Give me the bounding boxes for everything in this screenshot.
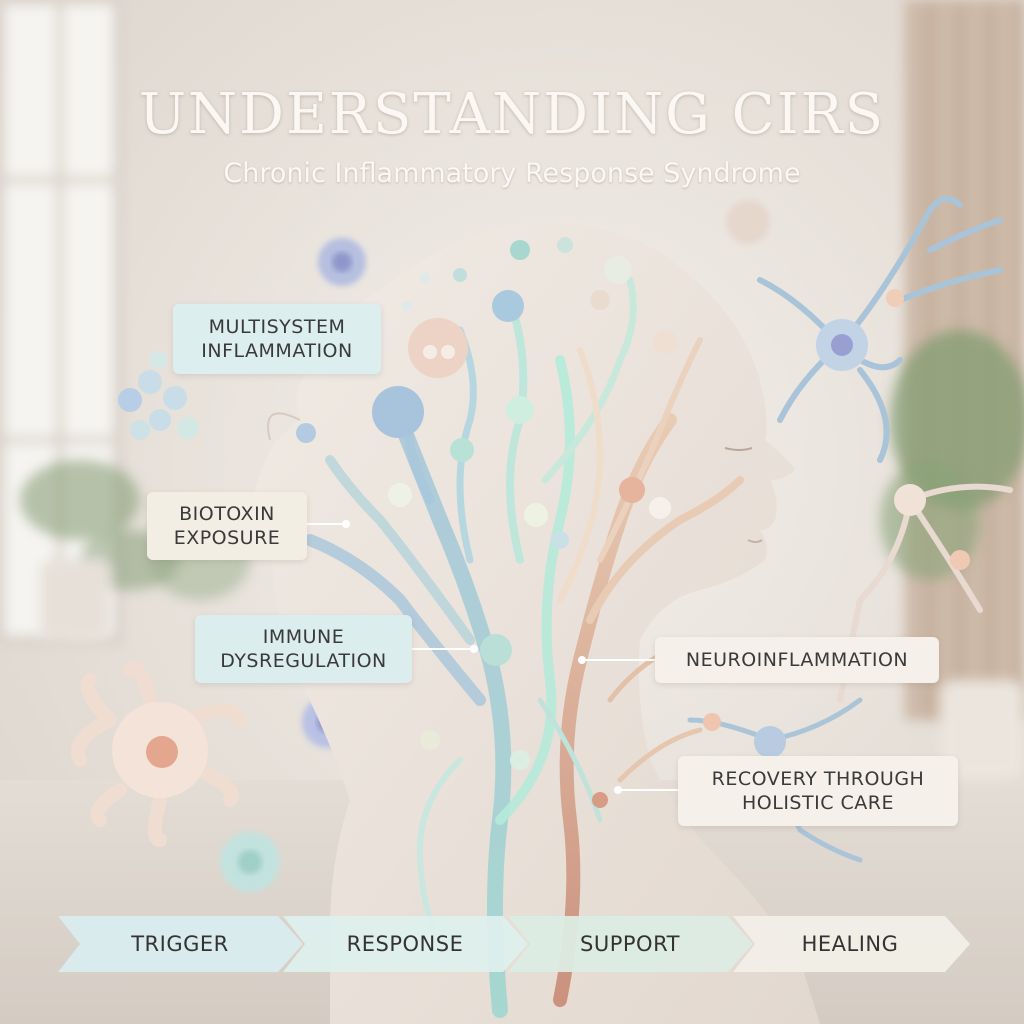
macrophage-cell-icon: [71, 661, 247, 847]
callout-biotoxin-exposure: BIOTOXIN EXPOSURE: [147, 492, 307, 560]
callout-line: RECOVERY THROUGH: [711, 768, 925, 790]
step-label-trigger: TRIGGER: [131, 932, 229, 956]
callout-line: IMMUNE: [262, 626, 345, 648]
step-label-response: RESPONSE: [346, 932, 464, 956]
page-title: UNDERSTANDING CIRS: [138, 82, 886, 147]
callout-multisystem-inflammation: MULTISYSTEM INFLAMMATION: [173, 304, 381, 374]
callout-recovery-holistic-care: RECOVERY THROUGH HOLISTIC CARE: [678, 756, 958, 826]
callout-line: NEUROINFLAMMATION: [685, 649, 909, 671]
callout-line: INFLAMMATION: [201, 340, 353, 362]
page-subtitle: Chronic Inflammatory Response Syndrome: [223, 158, 801, 189]
callout-neuroinflammation: NEUROINFLAMMATION: [655, 637, 939, 683]
callout-line: MULTISYSTEM: [208, 316, 346, 338]
neuron-cell-icon: [757, 195, 1003, 463]
callout-immune-dysregulation: IMMUNE DYSREGULATION: [195, 615, 412, 683]
step-label-healing: HEALING: [801, 932, 899, 956]
callout-line: HOLISTIC CARE: [742, 792, 894, 814]
callout-line: BIOTOXIN: [179, 503, 275, 525]
callout-line: EXPOSURE: [173, 527, 281, 549]
callout-line: DYSREGULATION: [220, 650, 387, 672]
step-label-support: SUPPORT: [580, 932, 680, 956]
